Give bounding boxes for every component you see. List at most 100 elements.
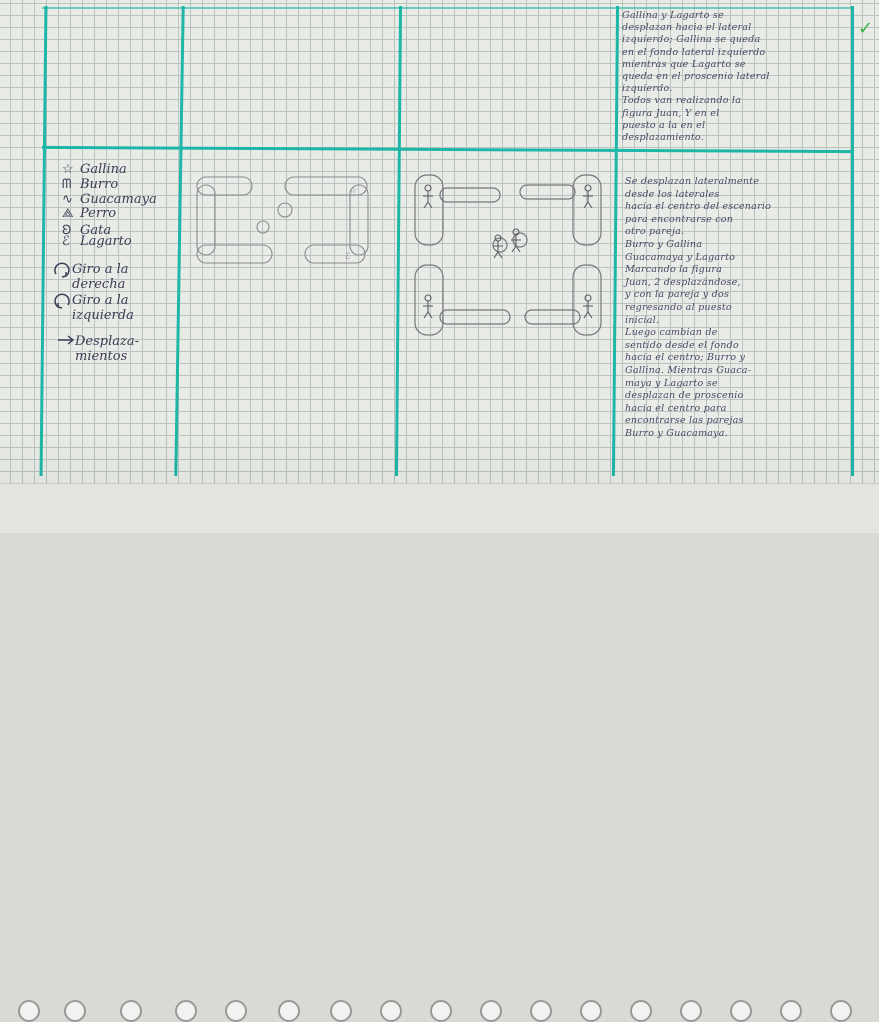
legend-label: Lagarto [80, 234, 132, 249]
notebook-page: Gallina y Lagarto se desplazan hacia el … [0, 0, 879, 532]
spiral-ring [278, 1000, 300, 1022]
note-line: hacia el centro; Burro y [625, 352, 771, 365]
note-line: Se desplazan lateralmente [625, 176, 771, 189]
turn-right-label: Giro a la derecha [72, 262, 129, 292]
legend-label: Burro [80, 177, 118, 192]
frame-line-top [42, 7, 854, 9]
note-line: hacia el centro para [625, 403, 771, 416]
note-line: Gallina y Lagarto se [622, 10, 770, 22]
spiral-ring [480, 1000, 502, 1022]
note-line: inicial. [625, 315, 771, 328]
turn-right-icon [52, 262, 72, 280]
path-bottom-right [573, 265, 601, 335]
note-line: desplazan de proscenio [625, 390, 771, 403]
top-right-note: Gallina y Lagarto se desplazan hacia el … [622, 10, 770, 144]
spiral-ring [225, 1000, 247, 1022]
star-icon: ☆ [349, 186, 357, 196]
frame-line-col3 [395, 6, 402, 476]
note-line: desplazamiento. [622, 132, 770, 144]
note-line: Burro y Guacamaya. [625, 428, 771, 441]
note-line: izquierdo. [622, 83, 770, 95]
donkey-icon: ᗰ [62, 177, 80, 192]
dog-icon: ⟁ [62, 206, 80, 221]
note-line: Gallina. Mientras Guaca- [625, 365, 771, 378]
turn-left-icon [52, 293, 72, 311]
displacement-label: Desplaza- mientos [75, 334, 139, 364]
center-turn-mark [257, 221, 269, 233]
spiral-ring [830, 1000, 852, 1022]
path-bottom-left [197, 245, 272, 263]
spiral-ring [530, 1000, 552, 1022]
path-top-center-left [440, 188, 500, 202]
path-top-left [197, 177, 252, 195]
note-line: desde los laterales [625, 189, 771, 202]
spiral-ring [730, 1000, 752, 1022]
check-mark-icon: ✓ [858, 18, 873, 39]
note-line: hacia el centro del escenario [625, 201, 771, 214]
note-line: izquierdo; Gallina se queda [622, 34, 770, 46]
spiral-ring [64, 1000, 86, 1022]
dancer-figure [423, 185, 433, 208]
stage-diagram-1: ☆ ℰ [185, 165, 390, 285]
lizard-icon: ℰ [62, 234, 80, 249]
stage-diagram-2 [410, 170, 615, 350]
spiral-ring [380, 1000, 402, 1022]
legend-item: ∿Guacamaya [62, 192, 157, 207]
note-line: en el fondo lateral izquierdo [622, 47, 770, 59]
dancer-figure [583, 185, 593, 208]
note-line: regresando al puesto [625, 302, 771, 315]
note-line: Burro y Gallina [625, 239, 771, 252]
path-bottom-center-left [440, 310, 510, 324]
notebook-binding [0, 483, 879, 533]
frame-line-left [40, 6, 48, 476]
dancer-figure [423, 295, 433, 318]
spiral-ring [120, 1000, 142, 1022]
note-line: Juan, 2 desplazándose, [625, 277, 771, 290]
note-line: Guacamaya y Lagarto [625, 252, 771, 265]
frame-line-middle [42, 146, 854, 153]
dancer-figure [511, 229, 521, 252]
legend-label: Guacamaya [80, 192, 157, 207]
center-turn-mark [278, 203, 292, 217]
frame-line-col2 [174, 6, 184, 476]
lizard-icon: ℰ [345, 252, 351, 262]
path-bottom-center-right [525, 310, 580, 324]
note-line: mientras que Lagarto se [622, 59, 770, 71]
legend-label: Gallina [80, 162, 127, 177]
spiral-ring [580, 1000, 602, 1022]
parrot-icon: ∿ [62, 192, 80, 207]
note-line: Todos van realizando la [622, 95, 770, 107]
note-line: queda en el proscenio lateral [622, 71, 770, 83]
note-line: para encontrarse con [625, 214, 771, 227]
path-bottom-left [415, 265, 443, 335]
bottom-right-note: Se desplazan lateralmente desde los late… [625, 176, 771, 440]
arrow-icon [56, 334, 76, 346]
spiral-ring [330, 1000, 352, 1022]
note-line: Marcando la figura [625, 264, 771, 277]
note-line: sentido desde el fondo [625, 340, 771, 353]
spiral-ring [780, 1000, 802, 1022]
note-line: Luego cambian de [625, 327, 771, 340]
note-line: desplazan hacia el lateral [622, 22, 770, 34]
turn-left-label: Giro a la izquierda [72, 293, 134, 323]
note-line: maya y Lagarto se [625, 378, 771, 391]
note-line: figura Juan, Y en el [622, 108, 770, 120]
legend-item: ⟁Perro [62, 206, 116, 221]
note-line: otro pareja. [625, 226, 771, 239]
spiral-ring [630, 1000, 652, 1022]
note-line: puesto a la en el [622, 120, 770, 132]
spiral-ring [430, 1000, 452, 1022]
path-top-center-right [520, 185, 575, 199]
legend-item: ☆Gallina [62, 162, 127, 177]
legend-label: Perro [80, 206, 116, 221]
star-icon: ☆ [62, 162, 80, 177]
dancer-figure [583, 295, 593, 318]
spiral-ring [18, 1000, 40, 1022]
spiral-ring [175, 1000, 197, 1022]
frame-line-right [851, 6, 854, 476]
note-line: y con la pareja y dos [625, 289, 771, 302]
note-line: encontrarse las parejas [625, 415, 771, 428]
spiral-ring [680, 1000, 702, 1022]
